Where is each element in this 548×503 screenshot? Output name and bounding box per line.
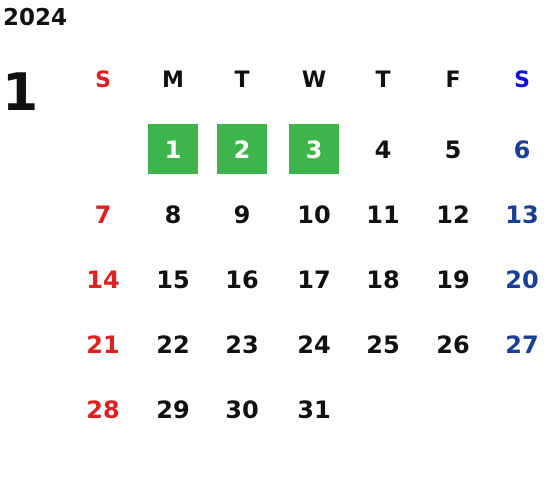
day-cell[interactable]: 16 (225, 266, 259, 294)
day-cell[interactable]: 30 (225, 396, 259, 424)
day-cell[interactable]: 5 (444, 136, 462, 164)
day-cell[interactable] (78, 124, 128, 174)
day-cell[interactable]: 9 (233, 201, 251, 229)
calendar-grid: 1 2 3 4 5 6 7 8 9 10 11 12 13 14 15 16 1… (0, 124, 548, 454)
weekday-saturday: S (514, 68, 530, 93)
day-cell[interactable]: 8 (164, 201, 182, 229)
weekday-thursday: T (375, 68, 391, 93)
weekday-monday: M (162, 68, 184, 93)
day-cell[interactable]: 29 (156, 396, 190, 424)
day-cell[interactable]: 11 (366, 201, 400, 229)
day-cell[interactable]: 15 (156, 266, 190, 294)
weekday-header-row: S M T W T F S (0, 64, 548, 98)
day-cell[interactable]: 3 (289, 124, 339, 174)
day-cell[interactable]: 6 (513, 136, 531, 164)
weekday-wednesday: W (301, 68, 327, 93)
weekday-tuesday: T (234, 68, 250, 93)
day-cell[interactable]: 12 (436, 201, 470, 229)
day-cell (428, 384, 478, 434)
day-cell[interactable]: 4 (374, 136, 392, 164)
day-cell[interactable]: 13 (505, 201, 539, 229)
day-cell[interactable]: 17 (297, 266, 331, 294)
day-cell[interactable]: 22 (156, 331, 190, 359)
day-cell[interactable]: 24 (297, 331, 331, 359)
year-label: 2024 (3, 5, 68, 31)
day-cell[interactable]: 31 (297, 396, 331, 424)
day-cell[interactable]: 28 (86, 396, 120, 424)
day-cell[interactable]: 2 (217, 124, 267, 174)
day-cell[interactable]: 19 (436, 266, 470, 294)
weekday-friday: F (445, 68, 461, 93)
day-cell[interactable]: 1 (148, 124, 198, 174)
day-cell[interactable]: 7 (94, 201, 112, 229)
day-cell[interactable]: 10 (297, 201, 331, 229)
day-cell[interactable]: 14 (86, 266, 120, 294)
day-cell (497, 384, 547, 434)
day-cell[interactable]: 23 (225, 331, 259, 359)
day-cell[interactable]: 27 (505, 331, 539, 359)
day-cell[interactable]: 21 (86, 331, 120, 359)
day-cell[interactable]: 18 (366, 266, 400, 294)
day-cell[interactable]: 25 (366, 331, 400, 359)
day-cell[interactable]: 20 (505, 266, 539, 294)
day-cell (358, 384, 408, 434)
month-number: 1 (2, 63, 39, 123)
day-cell[interactable]: 26 (436, 331, 470, 359)
weekday-sunday: S (95, 68, 111, 93)
